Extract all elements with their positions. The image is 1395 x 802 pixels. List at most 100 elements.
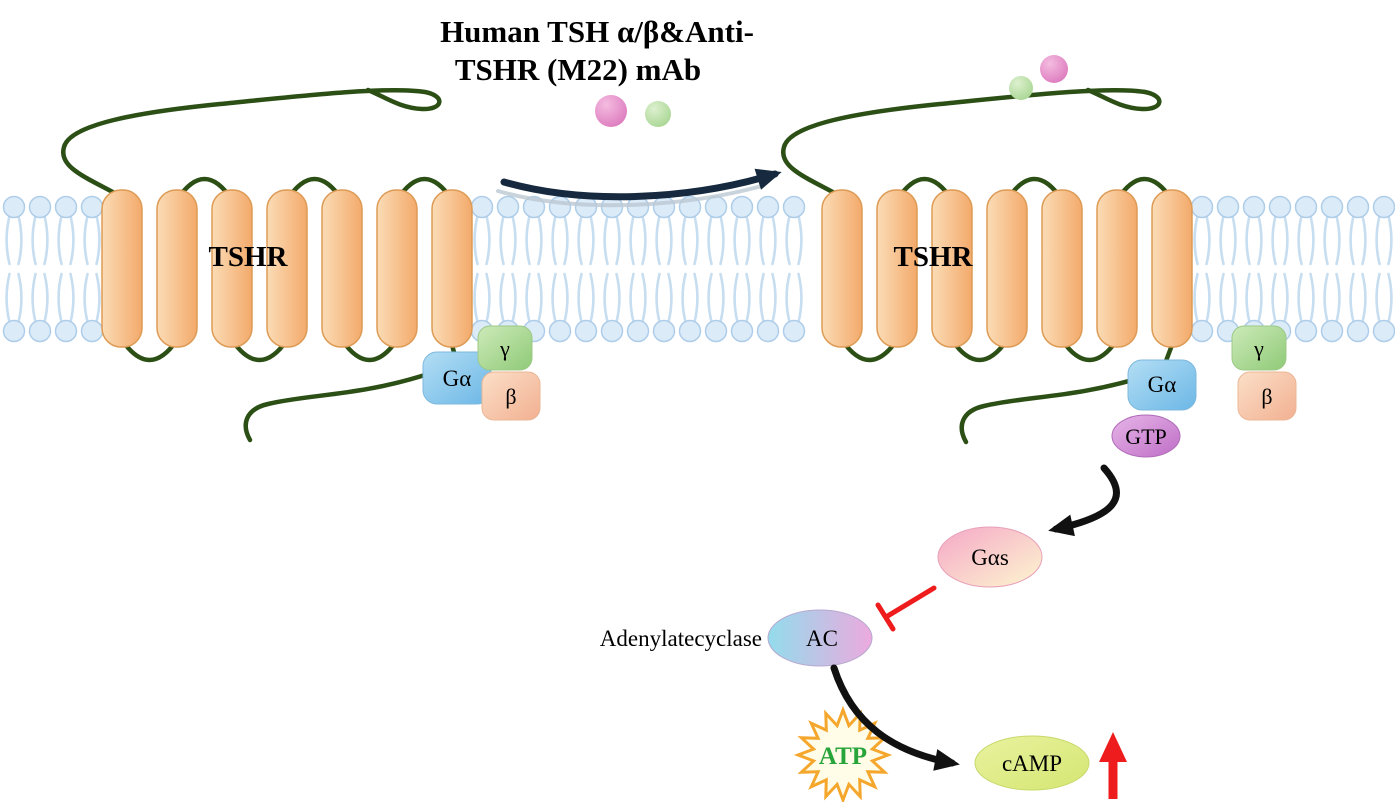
lipid-tail bbox=[615, 214, 621, 266]
lipid-head bbox=[652, 319, 676, 343]
lipid-tail bbox=[681, 272, 687, 324]
right-beta-subunit bbox=[1237, 371, 1297, 421]
lipid-tail bbox=[473, 272, 479, 324]
lipid-head bbox=[54, 319, 78, 343]
lipid-tail bbox=[785, 272, 791, 324]
lipid-head bbox=[80, 319, 104, 343]
lipid-tail bbox=[1205, 272, 1211, 324]
lipid-head bbox=[756, 195, 780, 219]
lipid-tail bbox=[1271, 214, 1277, 266]
lipid-tail bbox=[577, 272, 583, 324]
lipid-head bbox=[470, 195, 494, 219]
lipid-tail bbox=[1335, 272, 1341, 324]
left-gamma-subunit bbox=[477, 325, 533, 371]
lipid-head bbox=[496, 195, 520, 219]
lipid-tail bbox=[1375, 214, 1381, 266]
adenylate-cyclase-node bbox=[767, 609, 873, 667]
lipid-tail bbox=[1387, 214, 1393, 266]
lipid-tail bbox=[1297, 272, 1303, 324]
lipid-head bbox=[574, 319, 598, 343]
lipid-tail bbox=[1245, 272, 1251, 324]
lipid-tail bbox=[525, 272, 531, 324]
lipid-tail bbox=[577, 214, 583, 266]
left-receptor-label: TSHR bbox=[209, 241, 289, 273]
lipid-tail bbox=[1361, 272, 1367, 324]
lipid-tail bbox=[641, 272, 647, 324]
right-g-protein-complex: Gα GTP γ β bbox=[1111, 325, 1297, 458]
lipid-tail bbox=[771, 272, 777, 324]
mab-ligand-green-icon bbox=[645, 101, 671, 127]
activation-transition-arrow-icon bbox=[500, 168, 782, 201]
lipid-tail bbox=[83, 272, 89, 324]
tm-helix bbox=[1041, 189, 1083, 348]
lipid-tail bbox=[707, 214, 713, 266]
ac-abbr-label: AC bbox=[806, 626, 838, 651]
lipid-tail bbox=[1245, 214, 1251, 266]
lipid-tail bbox=[759, 214, 765, 266]
lipid-tail bbox=[1257, 272, 1263, 324]
left-gamma-label: γ bbox=[499, 336, 510, 361]
lipid-head bbox=[1190, 195, 1214, 219]
lipid-tail bbox=[1193, 272, 1199, 324]
lipid-head bbox=[548, 319, 572, 343]
lipid-tail bbox=[95, 272, 101, 324]
lipid-head bbox=[756, 319, 780, 343]
lipid-head bbox=[782, 319, 806, 343]
lipid-tail bbox=[771, 214, 777, 266]
lipid-tail bbox=[629, 214, 635, 266]
lipid-head bbox=[574, 195, 598, 219]
lipid-tail bbox=[667, 272, 673, 324]
lipid-tail bbox=[641, 214, 647, 266]
lipid-tail bbox=[499, 214, 505, 266]
lipid-tail bbox=[525, 214, 531, 266]
lipid-tail bbox=[1335, 214, 1341, 266]
lipid-head bbox=[1372, 195, 1395, 219]
lipid-head bbox=[1320, 195, 1344, 219]
lipid-tail bbox=[1375, 272, 1381, 324]
lipid-head bbox=[80, 195, 104, 219]
inhibition-line bbox=[883, 585, 937, 620]
lipid-head bbox=[54, 195, 78, 219]
diagram-title-line2: TSHR (M22) mAb bbox=[455, 52, 701, 87]
lipid-tail bbox=[589, 272, 595, 324]
lipid-head bbox=[1346, 319, 1370, 343]
lipid-tail bbox=[551, 272, 557, 324]
gtp-to-gas-arrow-icon bbox=[1048, 464, 1120, 537]
lipid-tail bbox=[719, 272, 725, 324]
lipid-tail bbox=[589, 214, 595, 266]
lipid-tail bbox=[563, 272, 569, 324]
lipid-tail bbox=[1219, 214, 1225, 266]
right-c-terminus-tail bbox=[959, 373, 1149, 445]
lipid-tail bbox=[1231, 272, 1237, 324]
lipid-tail bbox=[95, 214, 101, 266]
lipid-tail bbox=[1271, 272, 1277, 324]
g-alpha-s-label: Gαs bbox=[971, 545, 1009, 570]
lipid-tail bbox=[69, 214, 75, 266]
tm-helix bbox=[431, 189, 473, 348]
lipid-tail bbox=[57, 214, 63, 266]
lipid-tail bbox=[745, 214, 751, 266]
lipid-tail bbox=[551, 214, 557, 266]
lipid-tail bbox=[1309, 272, 1315, 324]
lipid-head bbox=[782, 195, 806, 219]
lipid-tail bbox=[537, 272, 543, 324]
tm-helix bbox=[931, 189, 973, 348]
lipid-head bbox=[1294, 319, 1318, 343]
gtp-label: GTP bbox=[1125, 424, 1167, 449]
lipid-head bbox=[704, 319, 728, 343]
lipid-head bbox=[1372, 319, 1395, 343]
lipid-head bbox=[1294, 195, 1318, 219]
lipid-head bbox=[2, 319, 26, 343]
lipid-tail bbox=[797, 214, 803, 266]
lipid-tail bbox=[1297, 214, 1303, 266]
lipid-tail bbox=[745, 272, 751, 324]
lipid-tail bbox=[499, 272, 505, 324]
lipid-tail bbox=[707, 272, 713, 324]
left-beta-label: β bbox=[505, 384, 516, 409]
lipid-head bbox=[1242, 195, 1266, 219]
right-n-terminus-loop bbox=[781, 87, 1162, 199]
lipid-head bbox=[730, 319, 754, 343]
camp-node bbox=[974, 735, 1090, 791]
right-receptor-helices bbox=[821, 189, 1193, 348]
